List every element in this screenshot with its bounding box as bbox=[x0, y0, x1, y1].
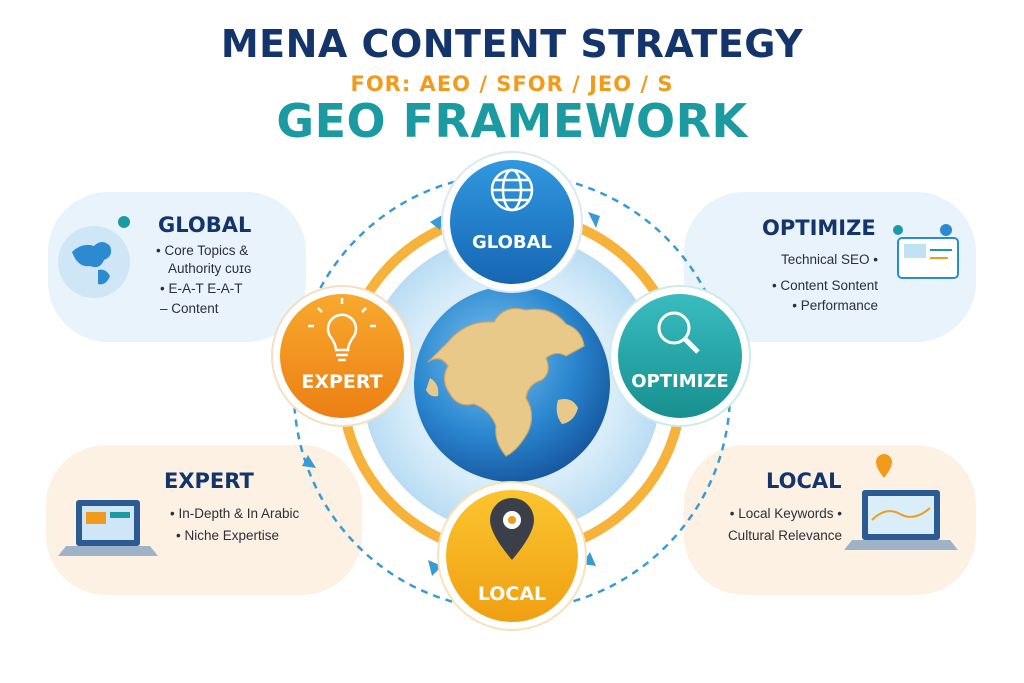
panel-local-item: • Local Keywords • bbox=[729, 506, 842, 521]
panel-optimize-title: OPTIMIZE bbox=[762, 216, 876, 240]
panel-global-item: Authority ᴄᴜɪɢ bbox=[168, 261, 252, 276]
node-optimize-label: OPTIMIZE bbox=[631, 371, 729, 392]
panel-expert-title: EXPERT bbox=[164, 469, 254, 493]
map-laptop-icon bbox=[844, 454, 958, 550]
page-title: MENA CONTENT STRATEGY bbox=[220, 22, 804, 66]
world-map-icon bbox=[58, 216, 130, 298]
laptop-icon bbox=[58, 500, 158, 556]
node-expert bbox=[271, 285, 413, 427]
panel-expert-item: • In-Depth & In Arabic bbox=[170, 506, 300, 521]
node-expert-label: EXPERT bbox=[301, 371, 383, 393]
node-global bbox=[441, 151, 583, 293]
node-local-label: LOCAL bbox=[477, 583, 547, 605]
dashboard-icon bbox=[893, 224, 959, 279]
panel-local-title: LOCAL bbox=[766, 469, 842, 493]
map-pin-icon bbox=[490, 498, 534, 560]
page-subtitle: FOR: AEO / SFOR / JEO / S bbox=[350, 72, 674, 96]
lightbulb-icon bbox=[308, 298, 376, 362]
globe-icon bbox=[490, 168, 534, 212]
panel-optimize-item: Technical SEO • bbox=[780, 252, 878, 267]
node-local bbox=[437, 481, 587, 631]
node-global-label: GLOBAL bbox=[471, 232, 553, 253]
panel-global-item: • E-A-T E-A-T bbox=[160, 281, 243, 296]
panel-optimize-item: • Performance bbox=[792, 298, 878, 313]
panel-expert-item: • Niche Expertise bbox=[176, 528, 280, 543]
panel-global-item: – Content bbox=[160, 301, 219, 316]
node-optimize bbox=[609, 285, 751, 427]
panel-global-item: • Core Topics & bbox=[156, 243, 249, 258]
center-globe bbox=[414, 286, 610, 482]
framework-title: GEO FRAMEWORK bbox=[276, 94, 748, 148]
magnifier-icon bbox=[657, 311, 700, 354]
panel-optimize-item: • Content Sontent bbox=[771, 278, 878, 293]
panel-global-title: GLOBAL bbox=[158, 213, 252, 237]
panel-local-item: Cultural Relevance bbox=[727, 528, 842, 543]
